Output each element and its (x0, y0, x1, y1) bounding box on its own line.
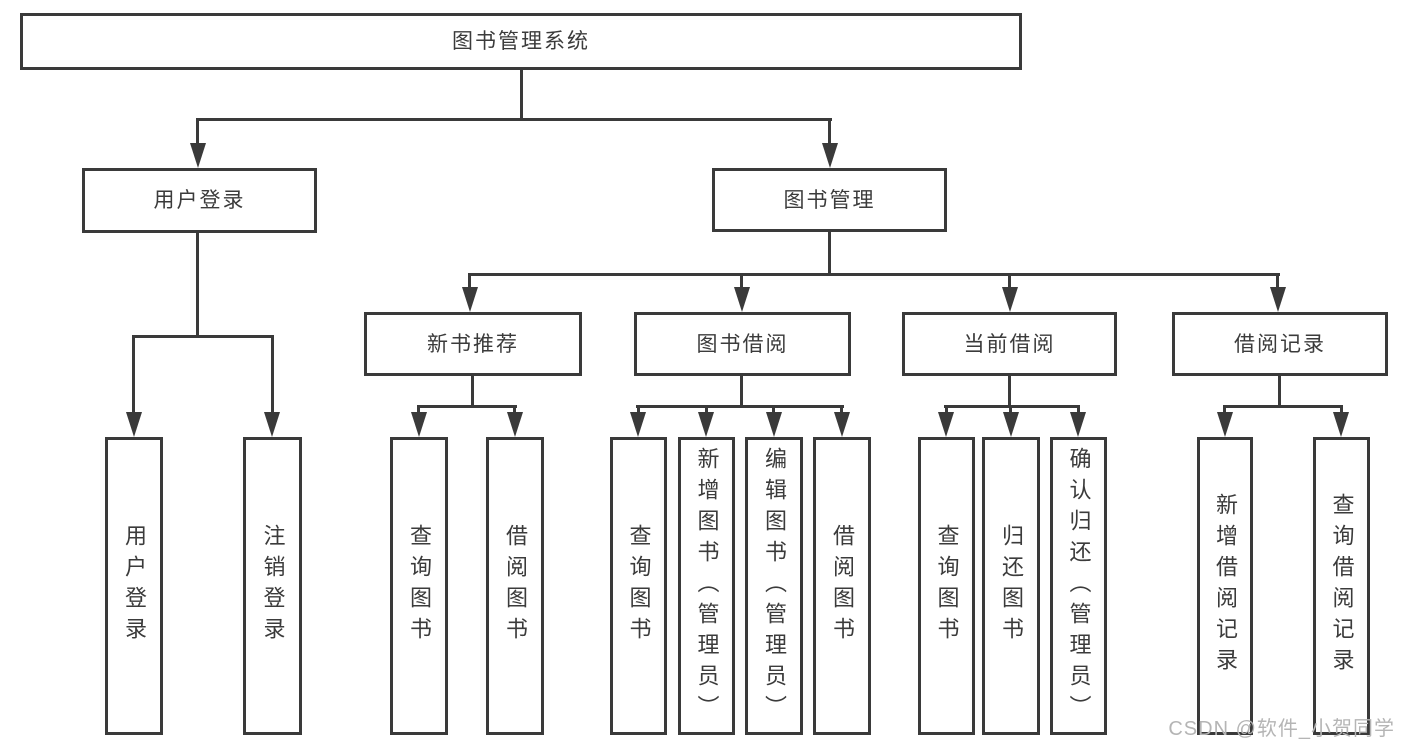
node-label: 查询图书 (626, 524, 652, 648)
leaf-query-books-recommend: 查询图书 (390, 437, 448, 735)
node-label: 查询图书 (934, 524, 960, 648)
connector-stem (271, 335, 274, 412)
arrowhead-icon (264, 412, 280, 437)
leaf-query-books-current: 查询图书 (918, 437, 975, 735)
arrowhead-icon (1070, 412, 1086, 437)
connector-hline (1223, 405, 1343, 408)
connector-vline (740, 376, 743, 405)
connector-stem (1009, 405, 1012, 412)
connector-hline (944, 405, 1080, 408)
connector-hline (417, 405, 517, 408)
connector-vline (1008, 376, 1011, 405)
arrowhead-icon (190, 143, 206, 168)
arrowhead-icon (411, 412, 427, 437)
leaf-edit-books-admin: 编辑图书（管理员） (745, 437, 803, 735)
connector-stem (945, 405, 948, 412)
node-label: 查询借阅记录 (1329, 493, 1355, 679)
arrowhead-icon (507, 412, 523, 437)
node-book-management: 图书管理 (712, 168, 947, 232)
node-label: 当前借阅 (963, 332, 1056, 356)
leaf-user-login: 用户登录 (105, 437, 163, 735)
leaf-borrow-books: 借阅图书 (813, 437, 871, 735)
node-label: 借阅图书 (830, 524, 855, 648)
arrowhead-icon (1270, 287, 1286, 312)
arrowhead-icon (822, 143, 838, 168)
connector-stem (772, 405, 775, 412)
connector-hline (468, 273, 1280, 276)
connector-stem (740, 273, 743, 287)
connector-stem (1077, 405, 1080, 412)
leaf-confirm-return-admin: 确认归还（管理员） (1050, 437, 1107, 735)
connector-vline (520, 70, 523, 118)
connector-stem (1008, 273, 1011, 287)
node-label: 新增借阅记录 (1213, 493, 1238, 679)
arrowhead-icon (834, 412, 850, 437)
node-label: 图书管理 (783, 188, 876, 212)
connector-vline (196, 233, 199, 335)
connector-stem (705, 405, 708, 412)
connector-stem (1276, 273, 1279, 287)
leaf-borrow-books-recommend: 借阅图书 (486, 437, 544, 735)
connector-hline (636, 405, 844, 408)
node-label: 注销登录 (260, 524, 286, 648)
leaf-logout: 注销登录 (243, 437, 302, 735)
node-user-login: 用户登录 (82, 168, 317, 233)
connector-stem (468, 273, 471, 287)
connector-stem (840, 405, 843, 412)
leaf-add-borrow-record: 新增借阅记录 (1197, 437, 1253, 735)
node-label: 图书借阅 (696, 332, 789, 356)
node-label: 归还图书 (999, 524, 1024, 648)
arrowhead-icon (1003, 412, 1019, 437)
leaf-query-borrow-record: 查询借阅记录 (1313, 437, 1370, 735)
arrowhead-icon (938, 412, 954, 437)
leaf-add-books-admin: 新增图书（管理员） (678, 437, 735, 735)
arrowhead-icon (766, 412, 782, 437)
node-label: 查询图书 (407, 524, 432, 648)
node-library-system: 图书管理系统 (20, 13, 1022, 70)
node-label: 新书推荐 (427, 332, 519, 356)
arrowhead-icon (698, 412, 714, 437)
leaf-return-books: 归还图书 (982, 437, 1040, 735)
node-label: 借阅图书 (503, 524, 528, 648)
connector-stem (637, 405, 640, 412)
node-label: 编辑图书（管理员） (762, 446, 787, 726)
node-book-borrow: 图书借阅 (634, 312, 851, 376)
connector-stem (196, 118, 199, 143)
connector-hline (132, 335, 274, 338)
arrowhead-icon (126, 412, 142, 437)
node-label: 借阅记录 (1234, 332, 1326, 356)
node-borrow-records: 借阅记录 (1172, 312, 1388, 376)
leaf-query-books-borrow: 查询图书 (610, 437, 667, 735)
arrowhead-icon (734, 287, 750, 312)
node-label: 用户登录 (122, 524, 147, 648)
connector-stem (828, 118, 831, 143)
connector-vline (828, 232, 831, 273)
node-current-borrow: 当前借阅 (902, 312, 1117, 376)
node-label: 图书管理系统 (452, 30, 590, 53)
connector-stem (1340, 405, 1343, 412)
connector-stem (1223, 405, 1226, 412)
node-label: 用户登录 (153, 189, 246, 212)
connector-vline (471, 376, 474, 405)
connector-stem (132, 335, 135, 412)
connector-vline (1278, 376, 1281, 405)
arrowhead-icon (1333, 412, 1349, 437)
node-label: 确认归还（管理员） (1066, 446, 1092, 726)
csdn-watermark: CSDN @软件_小贺同学 (1168, 718, 1395, 740)
arrowhead-icon (630, 412, 646, 437)
connector-stem (417, 405, 420, 412)
arrowhead-icon (1217, 412, 1233, 437)
connector-stem (513, 405, 516, 412)
arrowhead-icon (1002, 287, 1018, 312)
arrowhead-icon (462, 287, 478, 312)
connector-hline (196, 118, 832, 121)
node-label: 新增图书（管理员） (694, 446, 720, 726)
node-new-book-recommend: 新书推荐 (364, 312, 582, 376)
